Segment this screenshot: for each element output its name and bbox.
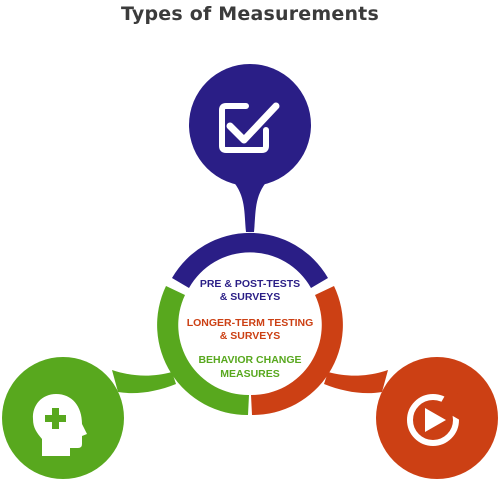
label-pre-post-line2: & SURVEYS [220,291,281,303]
right-connector [324,370,388,394]
label-pre-post-line1: PRE & POST-TESTS [200,278,300,290]
left-connector [112,370,176,394]
ring-segment-left [157,286,249,416]
label-behavior-line1: BEHAVIOR CHANGE [198,354,301,366]
play-circle-icon [407,388,470,446]
label-behavior-line2: MEASURES [220,368,280,380]
page-title: Types of Measurements [121,3,379,25]
label-longer-term-line2: & SURVEYS [220,330,281,342]
ring-segment-top [172,232,328,288]
checkbox-check-icon [219,102,280,153]
top-circle [189,64,311,186]
head-plus-icon [32,394,87,456]
label-longer-term-line1: LONGER-TERM TESTING [187,317,314,329]
top-connector [232,180,268,232]
ring-segment-right [251,286,343,416]
